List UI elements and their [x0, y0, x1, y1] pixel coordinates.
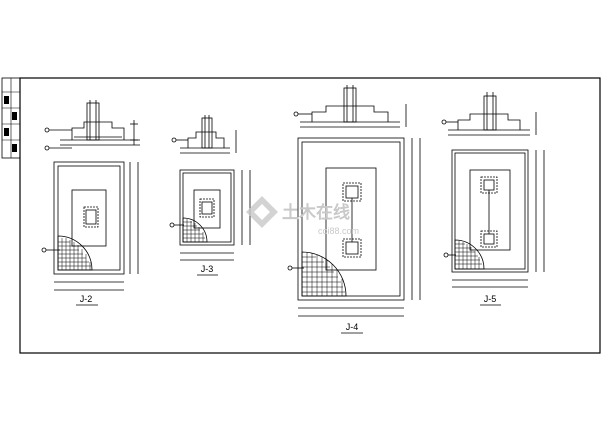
- j2-label: J-2: [80, 294, 93, 304]
- footing-j2: J-2: [41, 100, 140, 306]
- footing-j4: J-4: [287, 85, 421, 334]
- j4-section: [293, 85, 407, 128]
- j2-plan: [41, 161, 139, 291]
- j5-label: J-5: [484, 294, 497, 304]
- sheet-border: [19, 77, 601, 354]
- j3-section: [171, 115, 237, 154]
- j3-plan: [169, 169, 251, 261]
- j5-plan: [443, 149, 545, 288]
- footing-j3: J-3: [169, 115, 251, 276]
- j5-section: [441, 92, 537, 136]
- title-block: [1, 77, 21, 159]
- footing-j5: J-5: [441, 92, 545, 306]
- watermark-title: 土木在线: [282, 202, 350, 222]
- watermark: 土木在线 coi88.com: [246, 196, 359, 236]
- j3-label: J-3: [201, 264, 214, 274]
- j4-label: J-4: [346, 322, 359, 332]
- j4-plan: [287, 137, 421, 317]
- watermark-url: coi88.com: [318, 226, 359, 236]
- j2-section: [44, 100, 140, 151]
- watermark-logo-icon: [246, 196, 278, 228]
